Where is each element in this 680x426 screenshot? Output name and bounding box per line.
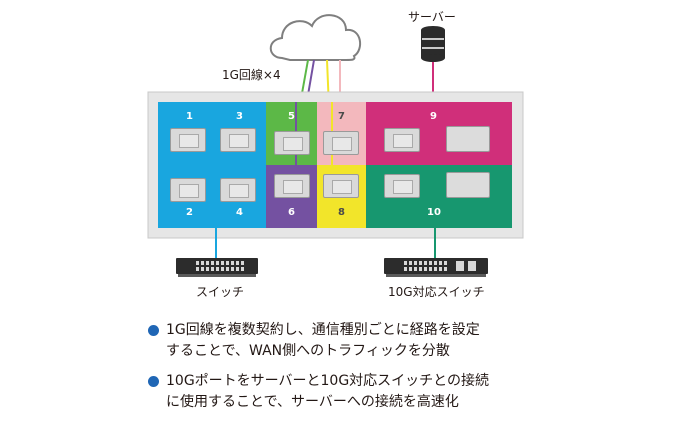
port-9-sfp-slot	[446, 126, 490, 152]
port-10-label: 10	[427, 207, 441, 218]
bullet-icon	[148, 325, 159, 336]
port-10-jack	[384, 174, 420, 198]
note-line: 10Gポートをサーバーと10G対応スイッチとの接続	[166, 373, 490, 389]
port-6-label: 6	[288, 207, 295, 218]
port-3-label: 3	[236, 111, 243, 122]
port-5-jack	[274, 131, 310, 155]
port-9-jack	[384, 128, 420, 152]
port-4-label: 4	[236, 207, 243, 218]
port-4-jack	[220, 178, 256, 202]
port-3-jack	[220, 128, 256, 152]
bullet-icon	[148, 376, 159, 387]
switch10g-device-icon	[384, 258, 488, 277]
port-1-jack	[170, 128, 206, 152]
wan-lines-label: 1G回線×4	[222, 68, 281, 82]
port-10-sfp-slot	[446, 172, 490, 198]
port-8-label: 8	[338, 207, 345, 218]
switch-device-icon	[176, 258, 258, 277]
port-2-jack	[170, 178, 206, 202]
cloud-icon	[269, 14, 362, 61]
port-9-label: 9	[430, 111, 437, 122]
port-7-jack	[323, 131, 359, 155]
notes-list: 1G回線を複数契約し、通信種別ごとに経路を設定 することで、WAN側へのトラフィ…	[148, 320, 618, 422]
server-icon	[421, 26, 445, 62]
note-item: 1G回線を複数契約し、通信種別ごとに経路を設定 することで、WAN側へのトラフィ…	[148, 320, 618, 362]
note-item: 10Gポートをサーバーと10G対応スイッチとの接続 に使用することで、サーバーへ…	[148, 371, 618, 413]
server-label: サーバー	[408, 10, 456, 24]
port-group-blue	[158, 102, 266, 228]
port-1-label: 1	[186, 111, 193, 122]
port-6-jack	[274, 174, 310, 198]
note-line: に使用することで、サーバーへの接続を高速化	[166, 394, 459, 410]
port-5-label: 5	[288, 111, 295, 122]
note-line: することで、WAN側へのトラフィックを分散	[166, 343, 450, 359]
switch10g-label: 10G対応スイッチ	[388, 285, 485, 299]
switch-label: スイッチ	[196, 285, 245, 299]
port-7-label: 7	[338, 111, 345, 122]
port-2-label: 2	[186, 207, 193, 218]
port-8-jack	[323, 174, 359, 198]
note-line: 1G回線を複数契約し、通信種別ごとに経路を設定	[166, 322, 480, 338]
